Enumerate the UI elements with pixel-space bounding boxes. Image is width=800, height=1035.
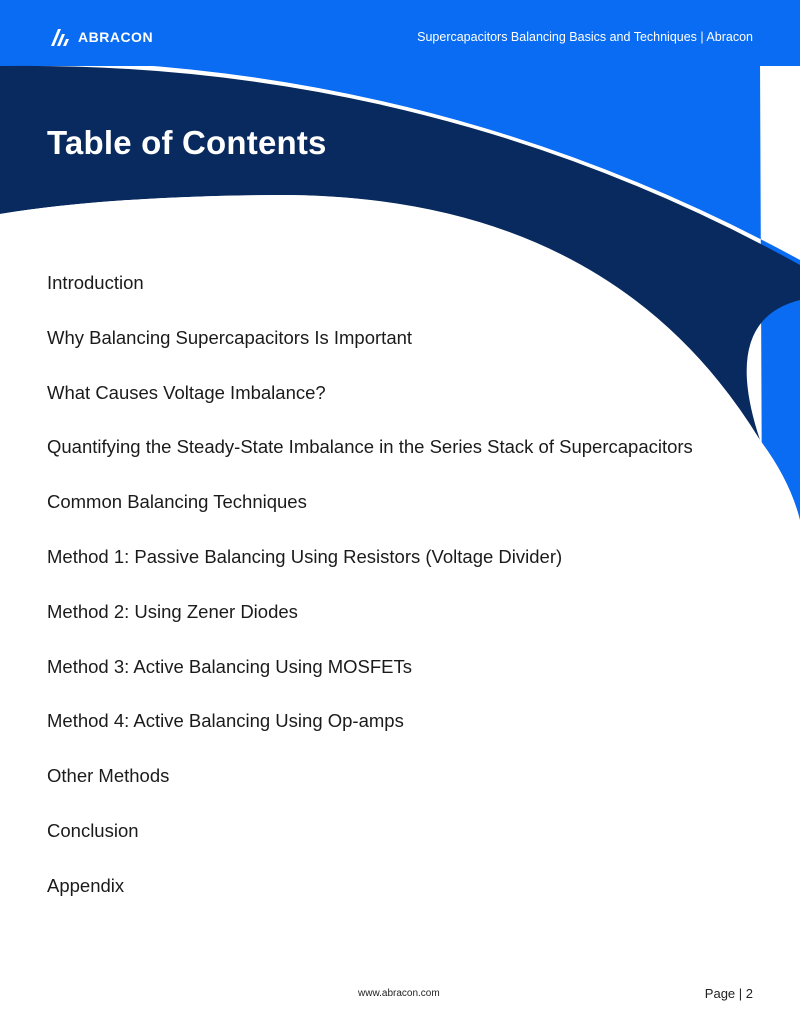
table-of-contents: Introduction Why Balancing Supercapacito… [47,272,693,930]
toc-item-method-4[interactable]: Method 4: Active Balancing Using Op-amps [47,710,404,732]
toc-item-method-3[interactable]: Method 3: Active Balancing Using MOSFETs [47,655,413,677]
abracon-logo: ABRACON [50,27,153,47]
navy-sweep [0,65,800,441]
page-title: Table of Contents [47,124,327,161]
blue-header-band [0,0,800,66]
toc-item-why-balancing[interactable]: Why Balancing Supercapacitors Is Importa… [47,326,413,348]
white-content-curve [0,195,800,1035]
bright-blue-arc [0,59,800,520]
abracon-logo-icon [51,29,69,46]
toc-item-conclusion[interactable]: Conclusion [47,819,139,841]
toc-item-appendix[interactable]: Appendix [47,874,125,896]
toc-item-common-techniques[interactable]: Common Balancing Techniques [47,491,307,513]
toc-item-introduction[interactable]: Introduction [47,272,144,293]
document-title: Supercapacitors Balancing Basics and Tec… [417,30,753,44]
footer-url[interactable]: www.abracon.com [358,988,440,999]
page-number: Page | 2 [704,986,753,1001]
toc-item-voltage-imbalance[interactable]: What Causes Voltage Imbalance? [47,381,326,403]
logo-text: ABRACON [78,29,154,45]
toc-item-method-2[interactable]: Method 2: Using Zener Diodes [47,600,298,622]
toc-item-method-1[interactable]: Method 1: Passive Balancing Using Resist… [47,545,563,567]
toc-item-other-methods[interactable]: Other Methods [47,765,170,787]
toc-item-quantifying-imbalance[interactable]: Quantifying the Steady-State Imbalance i… [47,436,693,458]
